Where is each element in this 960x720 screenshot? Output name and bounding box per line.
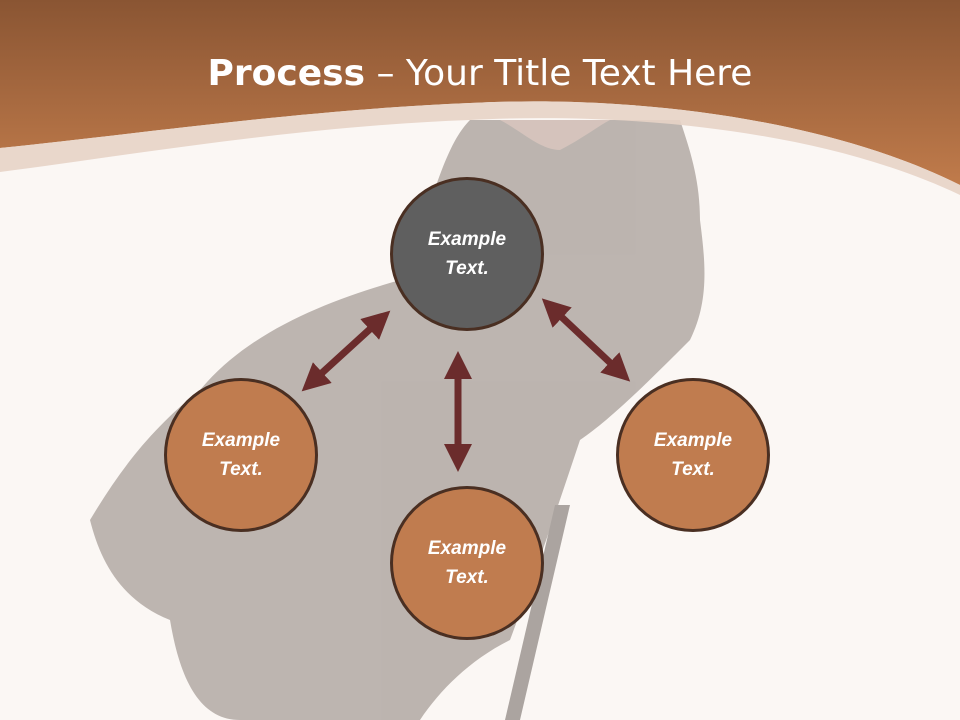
node-top-label: Example Text. (427, 229, 507, 279)
node-bottom-label: Example Text. (427, 538, 507, 588)
background-photo (90, 120, 705, 720)
node-left-label: Example Text. (201, 430, 281, 480)
node-top: Example Text. (390, 177, 544, 331)
header-band (0, 0, 960, 185)
arrow-top-right (541, 298, 631, 382)
node-right-label: Example Text. (653, 430, 733, 480)
title-rest: – Your Title Text Here (376, 53, 753, 94)
node-bottom: Example Text. (390, 486, 544, 640)
slide-title: Process – Your Title Text Here (0, 52, 960, 96)
header-underline (0, 101, 960, 195)
node-left: Example Text. (164, 378, 318, 532)
node-right: Example Text. (616, 378, 770, 532)
title-bold: Process (207, 53, 366, 94)
arrow-top-left (301, 310, 391, 392)
